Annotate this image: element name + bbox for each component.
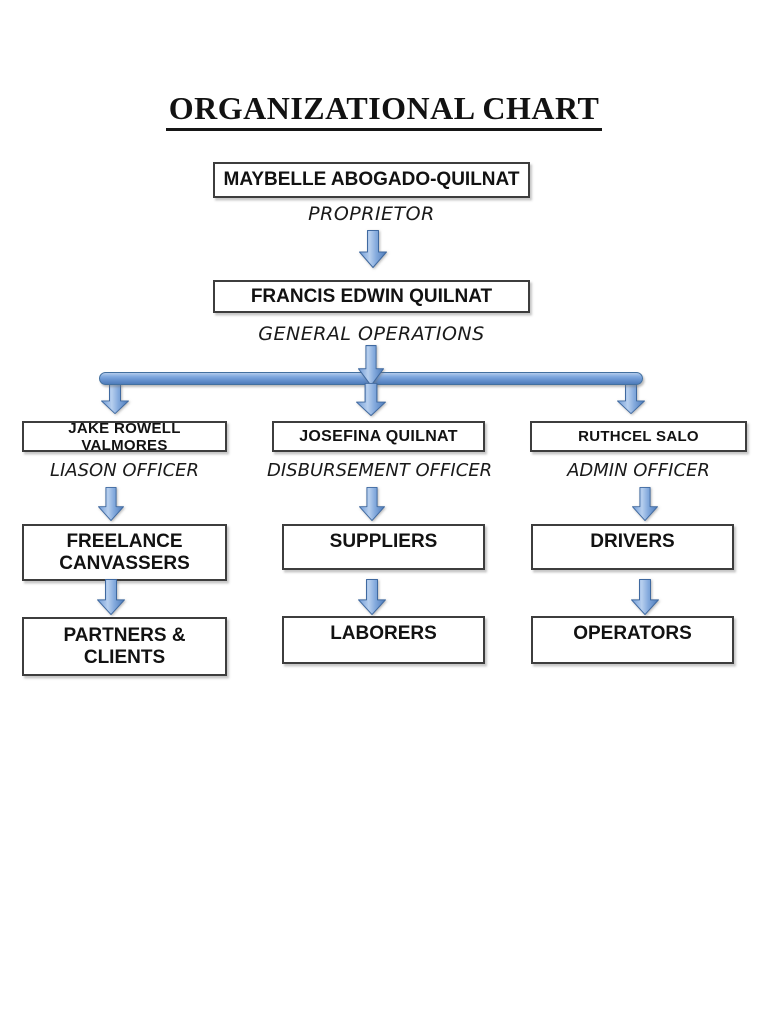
org-box-branch-head: RUTHCEL SALO xyxy=(530,421,747,452)
down-arrow-icon xyxy=(358,345,384,386)
level2-label: OPERATORS xyxy=(573,623,692,644)
down-arrow-icon xyxy=(632,487,658,521)
down-arrow-icon xyxy=(617,383,645,414)
level2-label: PARTNERS & CLIENTS xyxy=(63,624,186,668)
down-arrow-icon xyxy=(98,487,124,521)
down-arrow-icon xyxy=(631,579,659,615)
branch-head-name: JOSEFINA QUILNAT xyxy=(299,427,458,445)
level2-label: LABORERS xyxy=(330,623,437,644)
org-box-proprietor-name: MAYBELLE ABOGADO-QUILNAT xyxy=(223,169,520,190)
org-box-branch-head: JOSEFINA QUILNAT xyxy=(272,421,485,452)
level1-label: SUPPLIERS xyxy=(329,531,438,552)
org-box-level2: LABORERS xyxy=(282,616,485,664)
org-box-general-operations: FRANCIS EDWIN QUILNAT xyxy=(213,280,530,313)
org-box-level1: SUPPLIERS xyxy=(282,524,485,570)
role-label-branch: ADMIN OFFICER xyxy=(567,460,710,481)
page-title: ORGANIZATIONAL CHART xyxy=(165,91,603,131)
level1-label: FREELANCE CANVASSERS xyxy=(59,530,190,574)
level1-label: DRIVERS xyxy=(590,531,675,552)
down-arrow-icon xyxy=(359,230,387,268)
org-box-branch-head: JAKE ROWELL VALMORES xyxy=(22,419,227,454)
down-arrow-icon xyxy=(359,487,385,521)
branch-head-name: JAKE ROWELL VALMORES xyxy=(68,419,181,454)
org-box-level2: PARTNERS & CLIENTS xyxy=(22,617,227,676)
org-box-level1: DRIVERS xyxy=(531,524,734,570)
down-arrow-icon xyxy=(101,383,129,414)
role-label-general-operations: GENERAL OPERATIONS xyxy=(258,323,485,345)
branch-head-name: RUTHCEL SALO xyxy=(578,428,699,445)
down-arrow-icon xyxy=(356,383,386,416)
role-label-proprietor: PROPRIETOR xyxy=(308,203,435,225)
org-box-level1: FREELANCE CANVASSERS xyxy=(22,524,227,581)
org-box-general-operations-name: FRANCIS EDWIN QUILNAT xyxy=(250,285,493,307)
org-box-level2: OPERATORS xyxy=(531,616,734,664)
down-arrow-icon xyxy=(97,579,125,615)
down-arrow-icon xyxy=(358,579,386,615)
role-label-branch: DISBURSEMENT OFFICER xyxy=(267,460,493,481)
role-label-branch: LIASON OFFICER xyxy=(49,460,200,481)
title-row: ORGANIZATIONAL CHART xyxy=(0,91,768,131)
org-box-proprietor: MAYBELLE ABOGADO-QUILNAT xyxy=(213,162,530,198)
